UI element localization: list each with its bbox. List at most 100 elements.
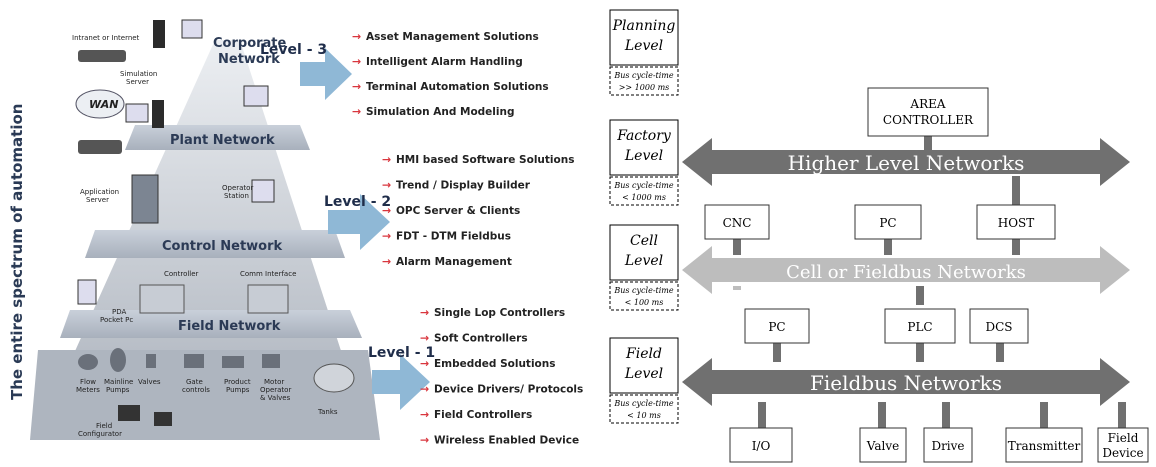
flow-meters-label-1: Flow: [80, 378, 96, 386]
layer-bottom: [30, 350, 380, 440]
cnc-box: [704, 204, 770, 240]
bullet-arrow-icon: →: [420, 332, 429, 345]
layer-plant: [125, 125, 310, 150]
pump-icon: [110, 348, 126, 372]
bullet-arrow-icon: →: [382, 179, 391, 192]
motor-operator-label-2: Operator: [260, 386, 291, 394]
controller-icon: [139, 284, 185, 314]
field-device-label-2: Device: [1102, 446, 1143, 460]
cell-bus: [682, 246, 1130, 294]
product-pumps-label-2: Pumps: [226, 386, 250, 394]
bullet-arrow-icon: →: [420, 357, 429, 370]
monitor-icon: [181, 19, 203, 39]
wan-cloud-icon: [75, 89, 125, 119]
field-configurator-icon: [118, 405, 140, 421]
host-label: HOST: [998, 216, 1035, 230]
intranet-label: Intranet or Internet: [72, 34, 140, 42]
cycle-time-label: Bus cycle-time: [613, 286, 674, 295]
operator-station-label-1: Operator: [222, 184, 253, 192]
application-server-label-1: Application: [80, 188, 119, 196]
cycle-time-value: >> 1000 ms: [619, 83, 670, 92]
motor-operator-icon: [262, 354, 280, 368]
list-item: Simulation And Modeling: [366, 106, 515, 118]
level-2-label: Level - 2: [324, 194, 391, 210]
dcs-label: DCS: [985, 320, 1012, 334]
valve-icon: [146, 354, 156, 368]
pc-mid-box: [744, 308, 810, 344]
drive-label: Drive: [931, 439, 964, 453]
io-box: [729, 427, 793, 463]
list-item: Wireless Enabled Device: [434, 435, 579, 447]
level-3-label: Level - 3: [260, 42, 327, 58]
wan-label: WAN: [89, 98, 118, 111]
list-item: Embedded Solutions: [434, 358, 555, 370]
mainline-pumps-label-2: Pumps: [106, 386, 130, 394]
motor-operator-label-1: Motor: [264, 378, 284, 386]
router-icon-2: [78, 140, 122, 154]
gate-controls-label-1: Gate: [186, 378, 203, 386]
cycle-time-value: < 1000 ms: [622, 193, 666, 202]
pda-icon: [77, 279, 97, 305]
control-network-label: Control Network: [162, 239, 283, 254]
product-pump-icon: [222, 356, 244, 368]
bullet-arrow-icon: →: [382, 204, 391, 217]
host-box: [976, 204, 1056, 240]
field-configurator-label-1: Field: [96, 422, 112, 430]
side-title: The entire spectrum of automation: [8, 104, 26, 400]
list-item: OPC Server & Clients: [396, 205, 520, 217]
simulation-server-label-2: Server: [126, 78, 149, 86]
bullet-arrow-icon: →: [382, 230, 391, 243]
server-tower-icon: [153, 20, 165, 48]
transmitter-label: Transmitter: [1008, 439, 1081, 453]
list-item: Device Drivers/ Protocols: [434, 384, 583, 396]
level-box: [609, 119, 679, 176]
area-controller-label-1: AREA: [909, 97, 945, 111]
field-bus-label: Fieldbus Networks: [810, 371, 1002, 395]
server-tower-icon-2: [152, 100, 164, 128]
level-box: [609, 337, 679, 394]
pda-label-2: Pocket Pc: [100, 316, 133, 324]
pc-top-box: [854, 204, 922, 240]
level-name: Planning: [612, 18, 676, 34]
list-item: Single Lop Controllers: [434, 307, 565, 319]
handheld-icon: [154, 412, 172, 426]
cycle-time-value: < 10 ms: [627, 411, 661, 420]
valve-box: [859, 427, 907, 463]
cell-bus-label: Cell or Fieldbus Networks: [786, 262, 1026, 283]
pda-label-1: PDA: [112, 308, 126, 316]
level-2-list: → HMI based Software Solutions → Trend / Di…: [382, 153, 574, 268]
bullet-arrow-icon: →: [352, 80, 361, 93]
field-device-box: [1097, 427, 1149, 463]
mainline-pumps-label-1: Mainline: [104, 378, 133, 386]
list-item: HMI based Software Solutions: [396, 154, 574, 166]
level-box: [609, 224, 679, 281]
cycle-time-label: Bus cycle-time: [613, 71, 674, 80]
bullet-arrow-icon: →: [420, 434, 429, 447]
level-box: [609, 9, 679, 66]
cycle-time-label: Bus cycle-time: [613, 181, 674, 190]
cycle-time-box: [609, 394, 679, 424]
bullet-arrow-icon: →: [382, 153, 391, 166]
list-item: Trend / Display Builder: [396, 180, 531, 192]
level-name: Factory: [616, 128, 672, 144]
level-name: Level: [624, 148, 663, 164]
plant-network-label: Plant Network: [170, 133, 275, 148]
device-icons: [75, 19, 355, 426]
cycle-time-box: [609, 176, 679, 206]
comm-interface-icon: [247, 284, 289, 314]
left-pyramid-diagram: The entire spectrum of automation Corpor…: [8, 19, 583, 447]
layer-field: [60, 310, 362, 338]
motor-operator-label-3: & Valves: [260, 394, 291, 402]
connectors: [733, 135, 1126, 428]
bullet-arrow-icon: →: [352, 30, 361, 43]
area-controller-label-2: CONTROLLER: [883, 113, 974, 127]
higher-level-bus: [682, 138, 1130, 186]
level-3-list: → Asset Management Solutions → Intelligent …: [352, 30, 549, 118]
monitor-icon-2: [125, 103, 149, 123]
list-item: Asset Management Solutions: [366, 31, 539, 43]
list-item: Intelligent Alarm Handling: [366, 56, 523, 68]
list-item: FDT - DTM Fieldbus: [396, 231, 511, 243]
field-network-label: Field Network: [178, 319, 281, 334]
transmitter-box: [1005, 427, 1083, 463]
bullet-arrow-icon: →: [352, 105, 361, 118]
